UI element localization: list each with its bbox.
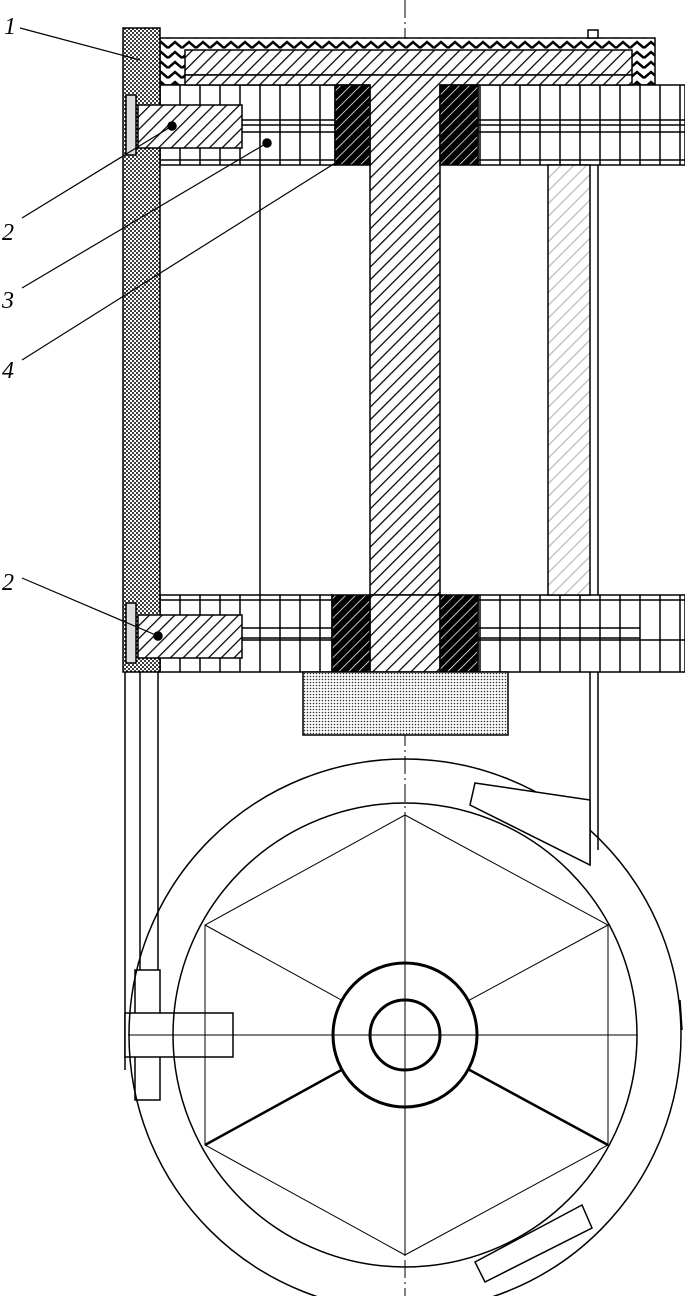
bushing-upper-left bbox=[334, 84, 371, 166]
key-upper bbox=[137, 104, 243, 149]
top-plate-insert bbox=[184, 49, 633, 76]
shaft-lower bbox=[369, 594, 441, 673]
base-block bbox=[302, 671, 509, 736]
bushing-upper-right bbox=[439, 84, 479, 166]
label-2-upper: 2 bbox=[2, 220, 14, 246]
label-1: 1 bbox=[4, 14, 16, 40]
rim-blade-bottom bbox=[474, 1203, 593, 1284]
label-3: 3 bbox=[1, 288, 14, 314]
bushing-lower-right bbox=[439, 594, 479, 673]
light-rod bbox=[547, 164, 591, 596]
rim-blade-top bbox=[469, 782, 591, 867]
label-4: 4 bbox=[2, 358, 14, 384]
bushing-lower-left bbox=[331, 594, 371, 673]
lower-right-cells bbox=[477, 594, 685, 673]
label-2-lower: 2 bbox=[2, 570, 14, 596]
